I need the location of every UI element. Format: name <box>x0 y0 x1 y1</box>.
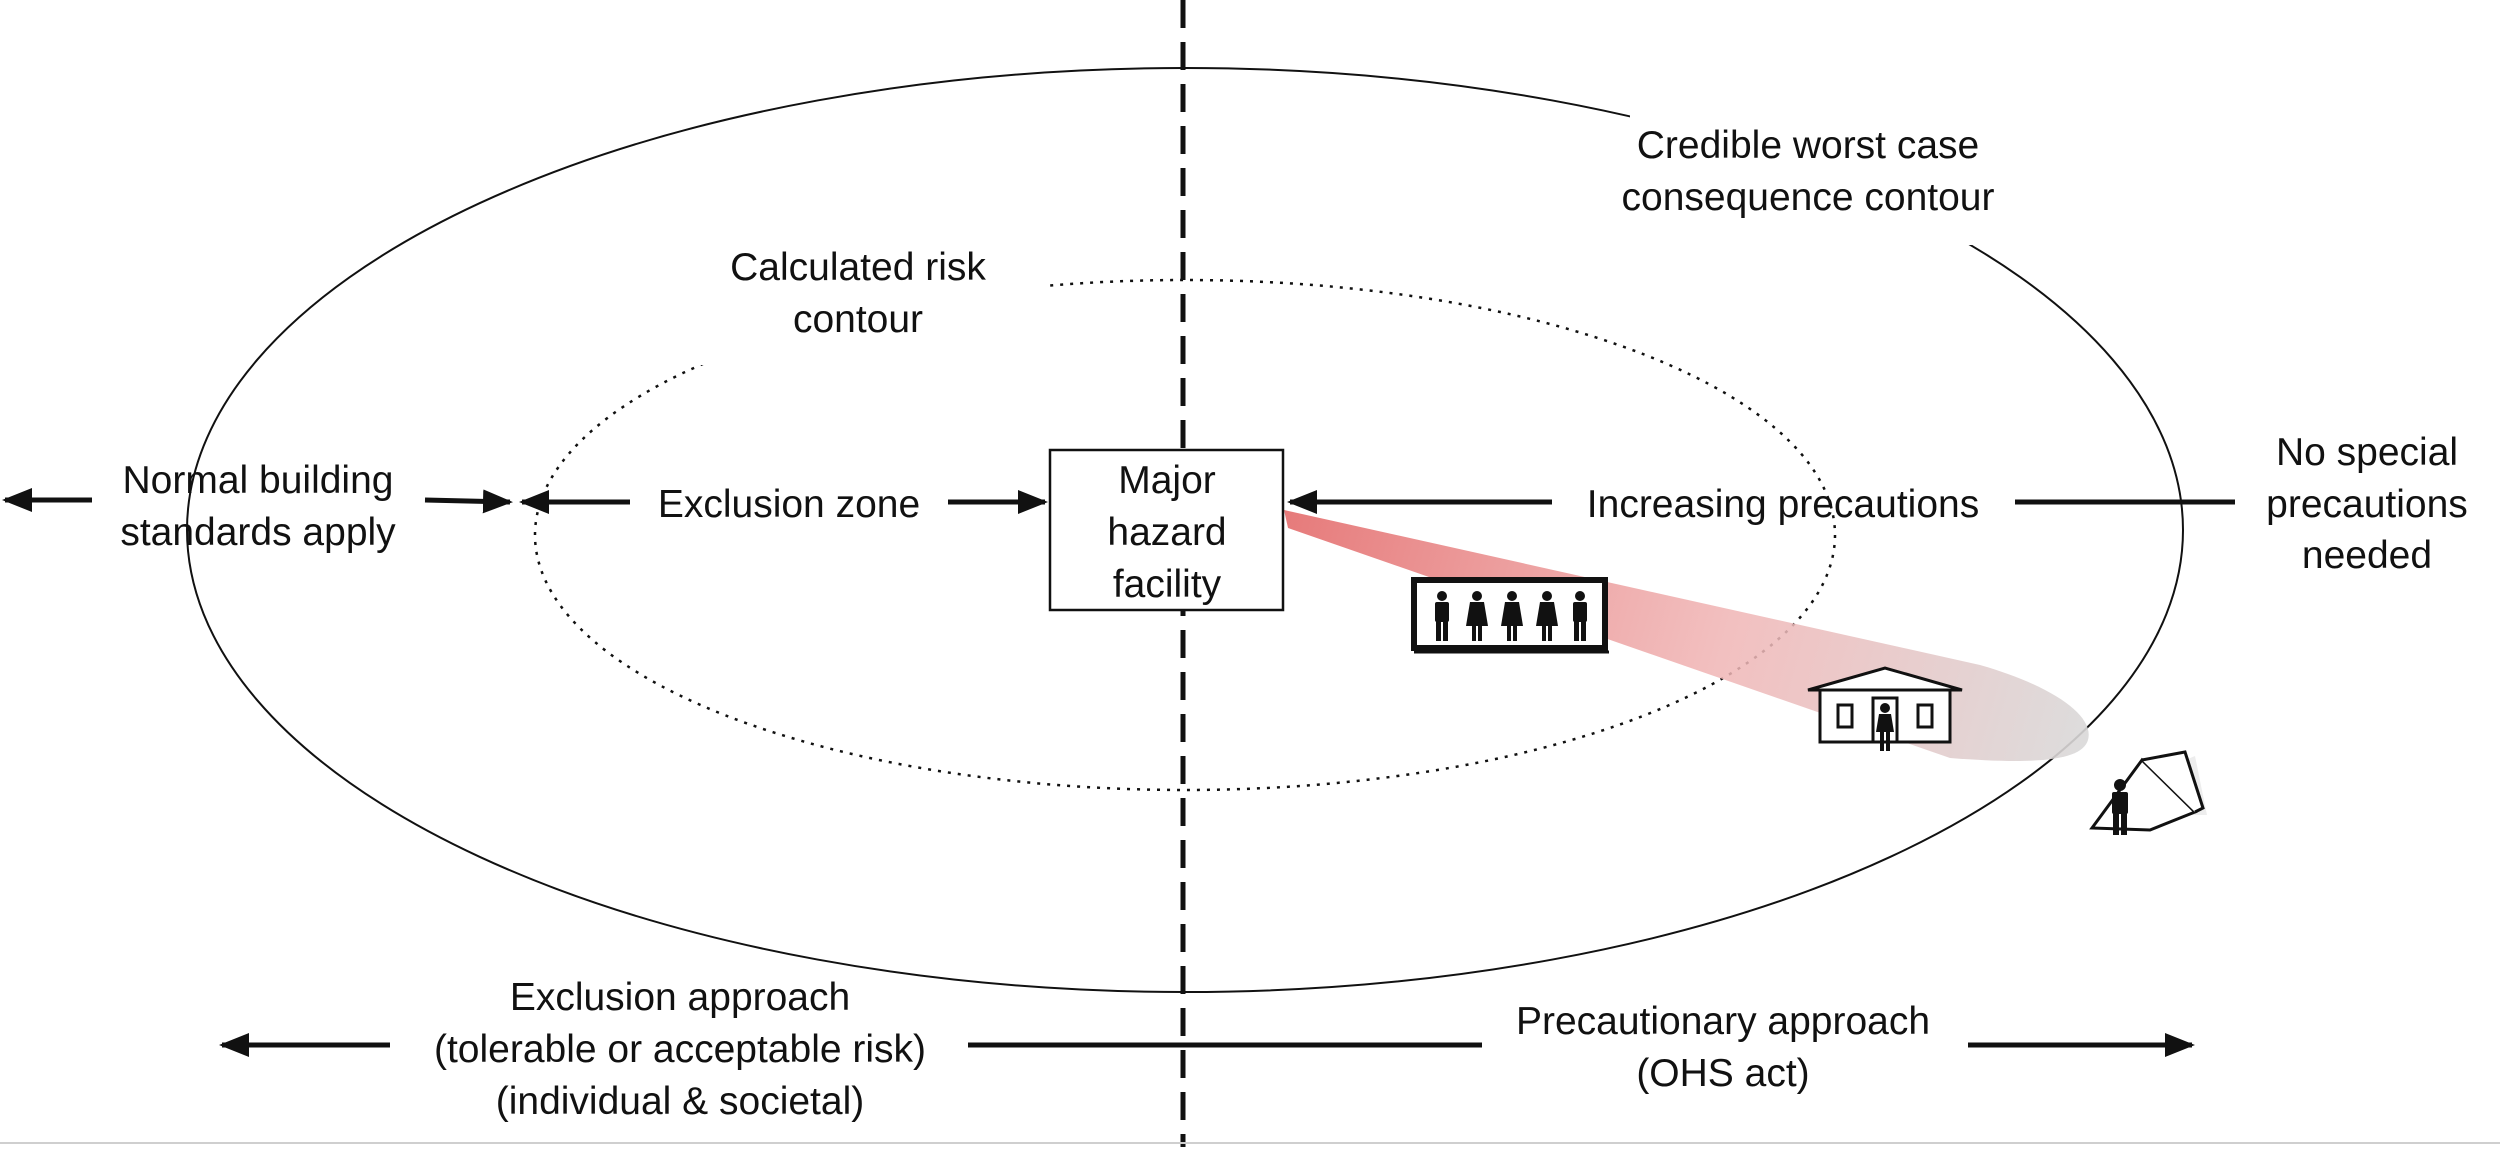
normal-building-label-2: standards apply <box>120 511 396 554</box>
calculated-risk-contour <box>533 278 1837 792</box>
exclusion-approach-label-2: (tolerable or acceptable risk) <box>434 1028 926 1071</box>
hazard-plume <box>1284 510 2089 761</box>
no-special-label-1: No special <box>2276 431 2458 474</box>
inner-label-gap <box>680 235 1050 365</box>
arrow-normal-right <box>424 489 513 514</box>
facility-label-1: Major <box>1118 459 1216 502</box>
people-group-icon <box>1411 577 1609 654</box>
no-special-label-2: precautions <box>2266 483 2468 526</box>
precautionary-approach-label-1: Precautionary approach <box>1516 1000 1930 1043</box>
risk-contour-label-2: contour <box>793 298 923 341</box>
major-hazard-facility-box <box>1048 448 1285 612</box>
risk-contour-label-1: Calculated risk <box>730 246 986 289</box>
tent-icon <box>2089 750 2207 835</box>
exclusion-zone-label: Exclusion zone <box>658 483 920 526</box>
normal-building-label-1: Normal building <box>123 459 394 502</box>
exclusion-approach-label-3: (individual & societal) <box>496 1080 865 1123</box>
worst-case-label-1: Credible worst case <box>1637 124 1979 167</box>
house-icon <box>1807 666 1963 751</box>
facility-label-2: hazard <box>1107 511 1226 554</box>
worst-case-label-2: consequence contour <box>1622 176 1995 219</box>
no-special-label-3: needed <box>2302 534 2432 577</box>
precautionary-approach-label-2: (OHS act) <box>1636 1052 1809 1095</box>
outer-label-gap <box>1630 95 1990 245</box>
facility-label-3: facility <box>1113 563 1222 606</box>
exclusion-approach-label-1: Exclusion approach <box>510 976 850 1019</box>
increasing-precautions-label: Increasing precautions <box>1587 483 1979 526</box>
